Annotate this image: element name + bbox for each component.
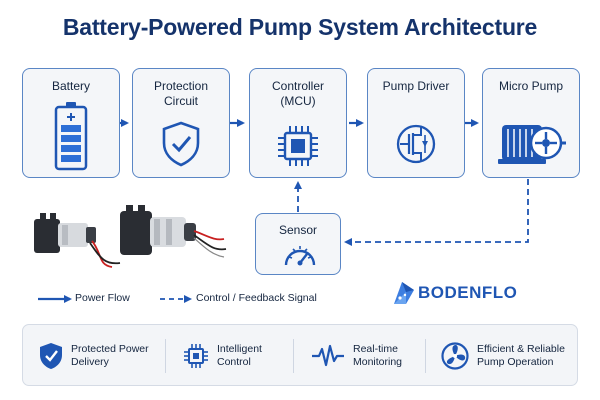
battery-label: Battery bbox=[51, 79, 90, 93]
page-title: Battery-Powered Pump System Architecture bbox=[62, 14, 538, 40]
protection-circuit-block: Protection Circuit bbox=[132, 68, 230, 178]
feedback-path-pump-sensor bbox=[344, 179, 529, 246]
feature-divider bbox=[425, 339, 426, 373]
sensor-block: Sensor bbox=[255, 213, 341, 275]
micro-pump-label: Micro Pump bbox=[498, 79, 563, 93]
feature-divider bbox=[293, 339, 294, 373]
micro-pump-block: Micro Pump bbox=[482, 68, 580, 178]
motor-icon bbox=[498, 125, 566, 164]
small-pump-image bbox=[34, 213, 121, 268]
fan-icon bbox=[441, 342, 469, 370]
legend-control-label: Control / Feedback Signal bbox=[196, 292, 317, 304]
feature-protected-power: Protected Power Delivery bbox=[39, 325, 161, 387]
features-bar: Protected Power Delivery Intelligent Con… bbox=[22, 324, 578, 386]
pump-product-illustration bbox=[34, 205, 227, 268]
feature-intelligent-control: Intelligent Control bbox=[183, 325, 277, 387]
brand-logo: BODENFLO bbox=[392, 278, 517, 308]
gauge-icon bbox=[284, 246, 316, 266]
feature-efficient-operation: Efficient & Reliable Pump Operation bbox=[441, 325, 577, 387]
chip-icon bbox=[278, 126, 318, 166]
feature-realtime-monitoring: Real-time Monitoring bbox=[311, 325, 417, 387]
feature-divider bbox=[165, 339, 166, 373]
chip-icon bbox=[184, 344, 208, 368]
brand-name: BODENFLO bbox=[418, 283, 518, 302]
pump-driver-label: Pump Driver bbox=[382, 79, 450, 93]
controller-block: Controller (MCU) bbox=[249, 68, 347, 178]
feature-label: Real-time Monitoring bbox=[353, 343, 403, 368]
battery-icon bbox=[54, 102, 88, 171]
controller-label: Controller (MCU) bbox=[271, 79, 325, 108]
battery-block: Battery bbox=[22, 68, 120, 178]
shield-check-icon bbox=[162, 121, 200, 167]
sensor-label: Sensor bbox=[278, 223, 318, 237]
brand-mark-icon bbox=[394, 282, 414, 304]
legend-power-label: Power Flow bbox=[75, 292, 130, 304]
waveform-icon bbox=[312, 344, 344, 367]
feature-label: Intelligent Control bbox=[217, 343, 262, 368]
large-pump-image bbox=[120, 205, 227, 258]
protection-circuit-label: Protection Circuit bbox=[153, 79, 209, 108]
feature-label: Protected Power Delivery bbox=[71, 343, 149, 368]
feature-label: Efficient & Reliable Pump Operation bbox=[477, 343, 565, 368]
pump-driver-block: Pump Driver bbox=[367, 68, 465, 178]
shield-icon bbox=[40, 343, 62, 369]
transistor-icon bbox=[396, 124, 436, 164]
